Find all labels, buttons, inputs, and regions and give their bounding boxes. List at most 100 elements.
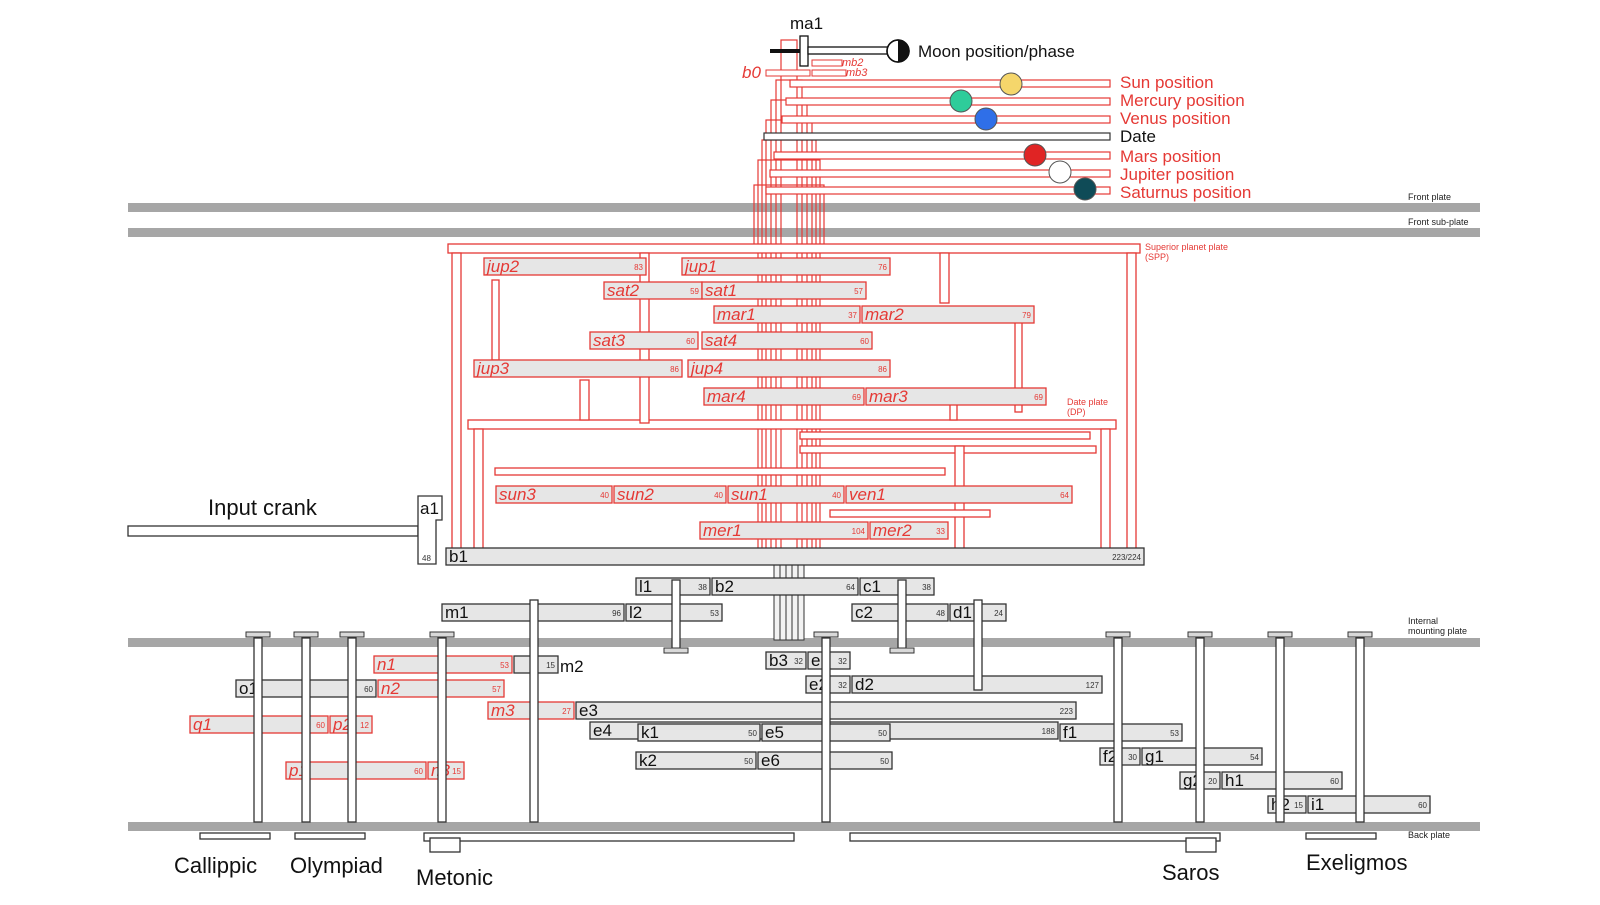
sun-ball-icon <box>999 72 1023 96</box>
gear-f1-teeth: 53 <box>1170 729 1179 738</box>
gear-g1: g1 54 <box>1141 747 1263 766</box>
mars-output-label: Mars position <box>1120 147 1221 166</box>
gear-g1-teeth: 54 <box>1250 753 1259 762</box>
gear-c1-teeth: 38 <box>922 583 931 592</box>
gear-sat1: sat1 57 <box>701 281 867 300</box>
gear-jup4-body <box>687 359 891 378</box>
gear-sat1-teeth: 57 <box>854 287 863 296</box>
gear-sat4-body <box>701 331 873 350</box>
gear-p2-teeth: 12 <box>360 721 369 730</box>
gear-sat3-name: sat3 <box>593 331 626 350</box>
gear-sat1-name: sat1 <box>705 281 737 300</box>
gear-mar3-teeth: 69 <box>1034 393 1043 402</box>
date-shaft <box>763 132 1111 141</box>
gear-mer1-teeth: 104 <box>852 527 866 536</box>
gear-b2: b2 64 <box>711 577 859 596</box>
gear-sun2-body <box>613 485 727 504</box>
mb3-label: mb3 <box>846 67 868 79</box>
mercury-output-label: Mercury position <box>1120 91 1245 110</box>
gear-b2-name: b2 <box>715 577 734 596</box>
callippic-dial-label: Callippic <box>174 853 257 878</box>
gear-sun3-name: sun3 <box>499 485 536 504</box>
gear-b3-teeth: 32 <box>794 657 803 666</box>
gear-f2-teeth: 30 <box>1128 753 1137 762</box>
gear-sun1-name: sun1 <box>731 485 768 504</box>
venus-output-label: Venus position <box>1120 109 1231 128</box>
gear-jup2-body <box>483 257 647 276</box>
mercury-ball-icon <box>949 89 973 113</box>
gear-sat4-teeth: 60 <box>860 337 869 346</box>
gear-n1-name: n1 <box>377 655 396 674</box>
mb3-gear <box>811 69 847 77</box>
gear-m1-teeth: 96 <box>612 609 621 618</box>
front-plate <box>128 203 1480 212</box>
moon-ball-icon <box>886 39 910 63</box>
gear-i1-body <box>1307 795 1431 814</box>
gear-o1-teeth: 60 <box>364 685 373 694</box>
spp-label-line2: (SPP) <box>1145 252 1169 262</box>
gear-k2-name: k2 <box>639 751 657 770</box>
gear-l2-name: l2 <box>629 603 642 622</box>
gear-mar2-body <box>861 305 1035 324</box>
gear-e2-teeth: 32 <box>838 681 847 690</box>
date-output-label: Date <box>1120 127 1156 146</box>
gear-mar4-body <box>703 387 865 406</box>
gear-sun1-teeth: 40 <box>832 491 841 500</box>
gear-d2-name: d2 <box>855 675 874 694</box>
gear-n2-name: n2 <box>381 679 400 698</box>
gear-l2-teeth: 53 <box>710 609 719 618</box>
gear-e3-teeth: 223 <box>1060 707 1074 716</box>
gear-c2-teeth: 48 <box>936 609 945 618</box>
gear-b2-teeth: 64 <box>846 583 855 592</box>
central-arbor-lower <box>773 559 805 641</box>
gear-i1-name: i1 <box>1311 795 1324 814</box>
gear-sun2-name: sun2 <box>617 485 654 504</box>
jupiter-ball-icon <box>1048 160 1072 184</box>
jupiter-output-label: Jupiter position <box>1120 165 1234 184</box>
back-plate-label: Back plate <box>1408 830 1450 840</box>
gear-p2-name: p2 <box>332 715 352 734</box>
gear-mar2: mar2 79 <box>861 305 1035 324</box>
gear-k2: k2 50 <box>635 751 757 770</box>
gear-e3-name: e3 <box>579 701 598 720</box>
gear-mar2-teeth: 79 <box>1022 311 1031 320</box>
gear-jup2: jup2 83 <box>483 257 647 276</box>
gear-jup2-teeth: 83 <box>634 263 643 272</box>
gear-e1-teeth: 32 <box>838 657 847 666</box>
gear-h1-name: h1 <box>1225 771 1244 790</box>
gear-k2-teeth: 50 <box>744 757 753 766</box>
gear-sat3-body <box>589 331 699 350</box>
gear-sat2-teeth: 59 <box>690 287 699 296</box>
gear-sun1-body <box>727 485 845 504</box>
gear-h1-teeth: 60 <box>1330 777 1339 786</box>
gear-g1-name: g1 <box>1145 747 1164 766</box>
gear-b1-name: b1 <box>449 547 468 566</box>
gear-mar2-name: mar2 <box>865 305 904 324</box>
front-sub-plate <box>128 228 1480 237</box>
gear-e4-name: e4 <box>593 721 612 740</box>
gear-e5-teeth: 50 <box>878 729 887 738</box>
gear-jup2-name: jup2 <box>485 257 520 276</box>
gear-l1-teeth: 38 <box>698 583 707 592</box>
gear-l1-name: l1 <box>639 577 652 596</box>
gear-n1-teeth: 53 <box>500 661 509 670</box>
gear-jup3-body <box>473 359 683 378</box>
gear-mar4-name: mar4 <box>707 387 746 406</box>
m2-label: m2 <box>560 657 584 676</box>
gear-jup4-name: jup4 <box>689 359 723 378</box>
gear-sun3-body <box>495 485 613 504</box>
dp-label-line1: Date plate <box>1067 397 1108 407</box>
gear-mer1-body <box>699 521 869 540</box>
